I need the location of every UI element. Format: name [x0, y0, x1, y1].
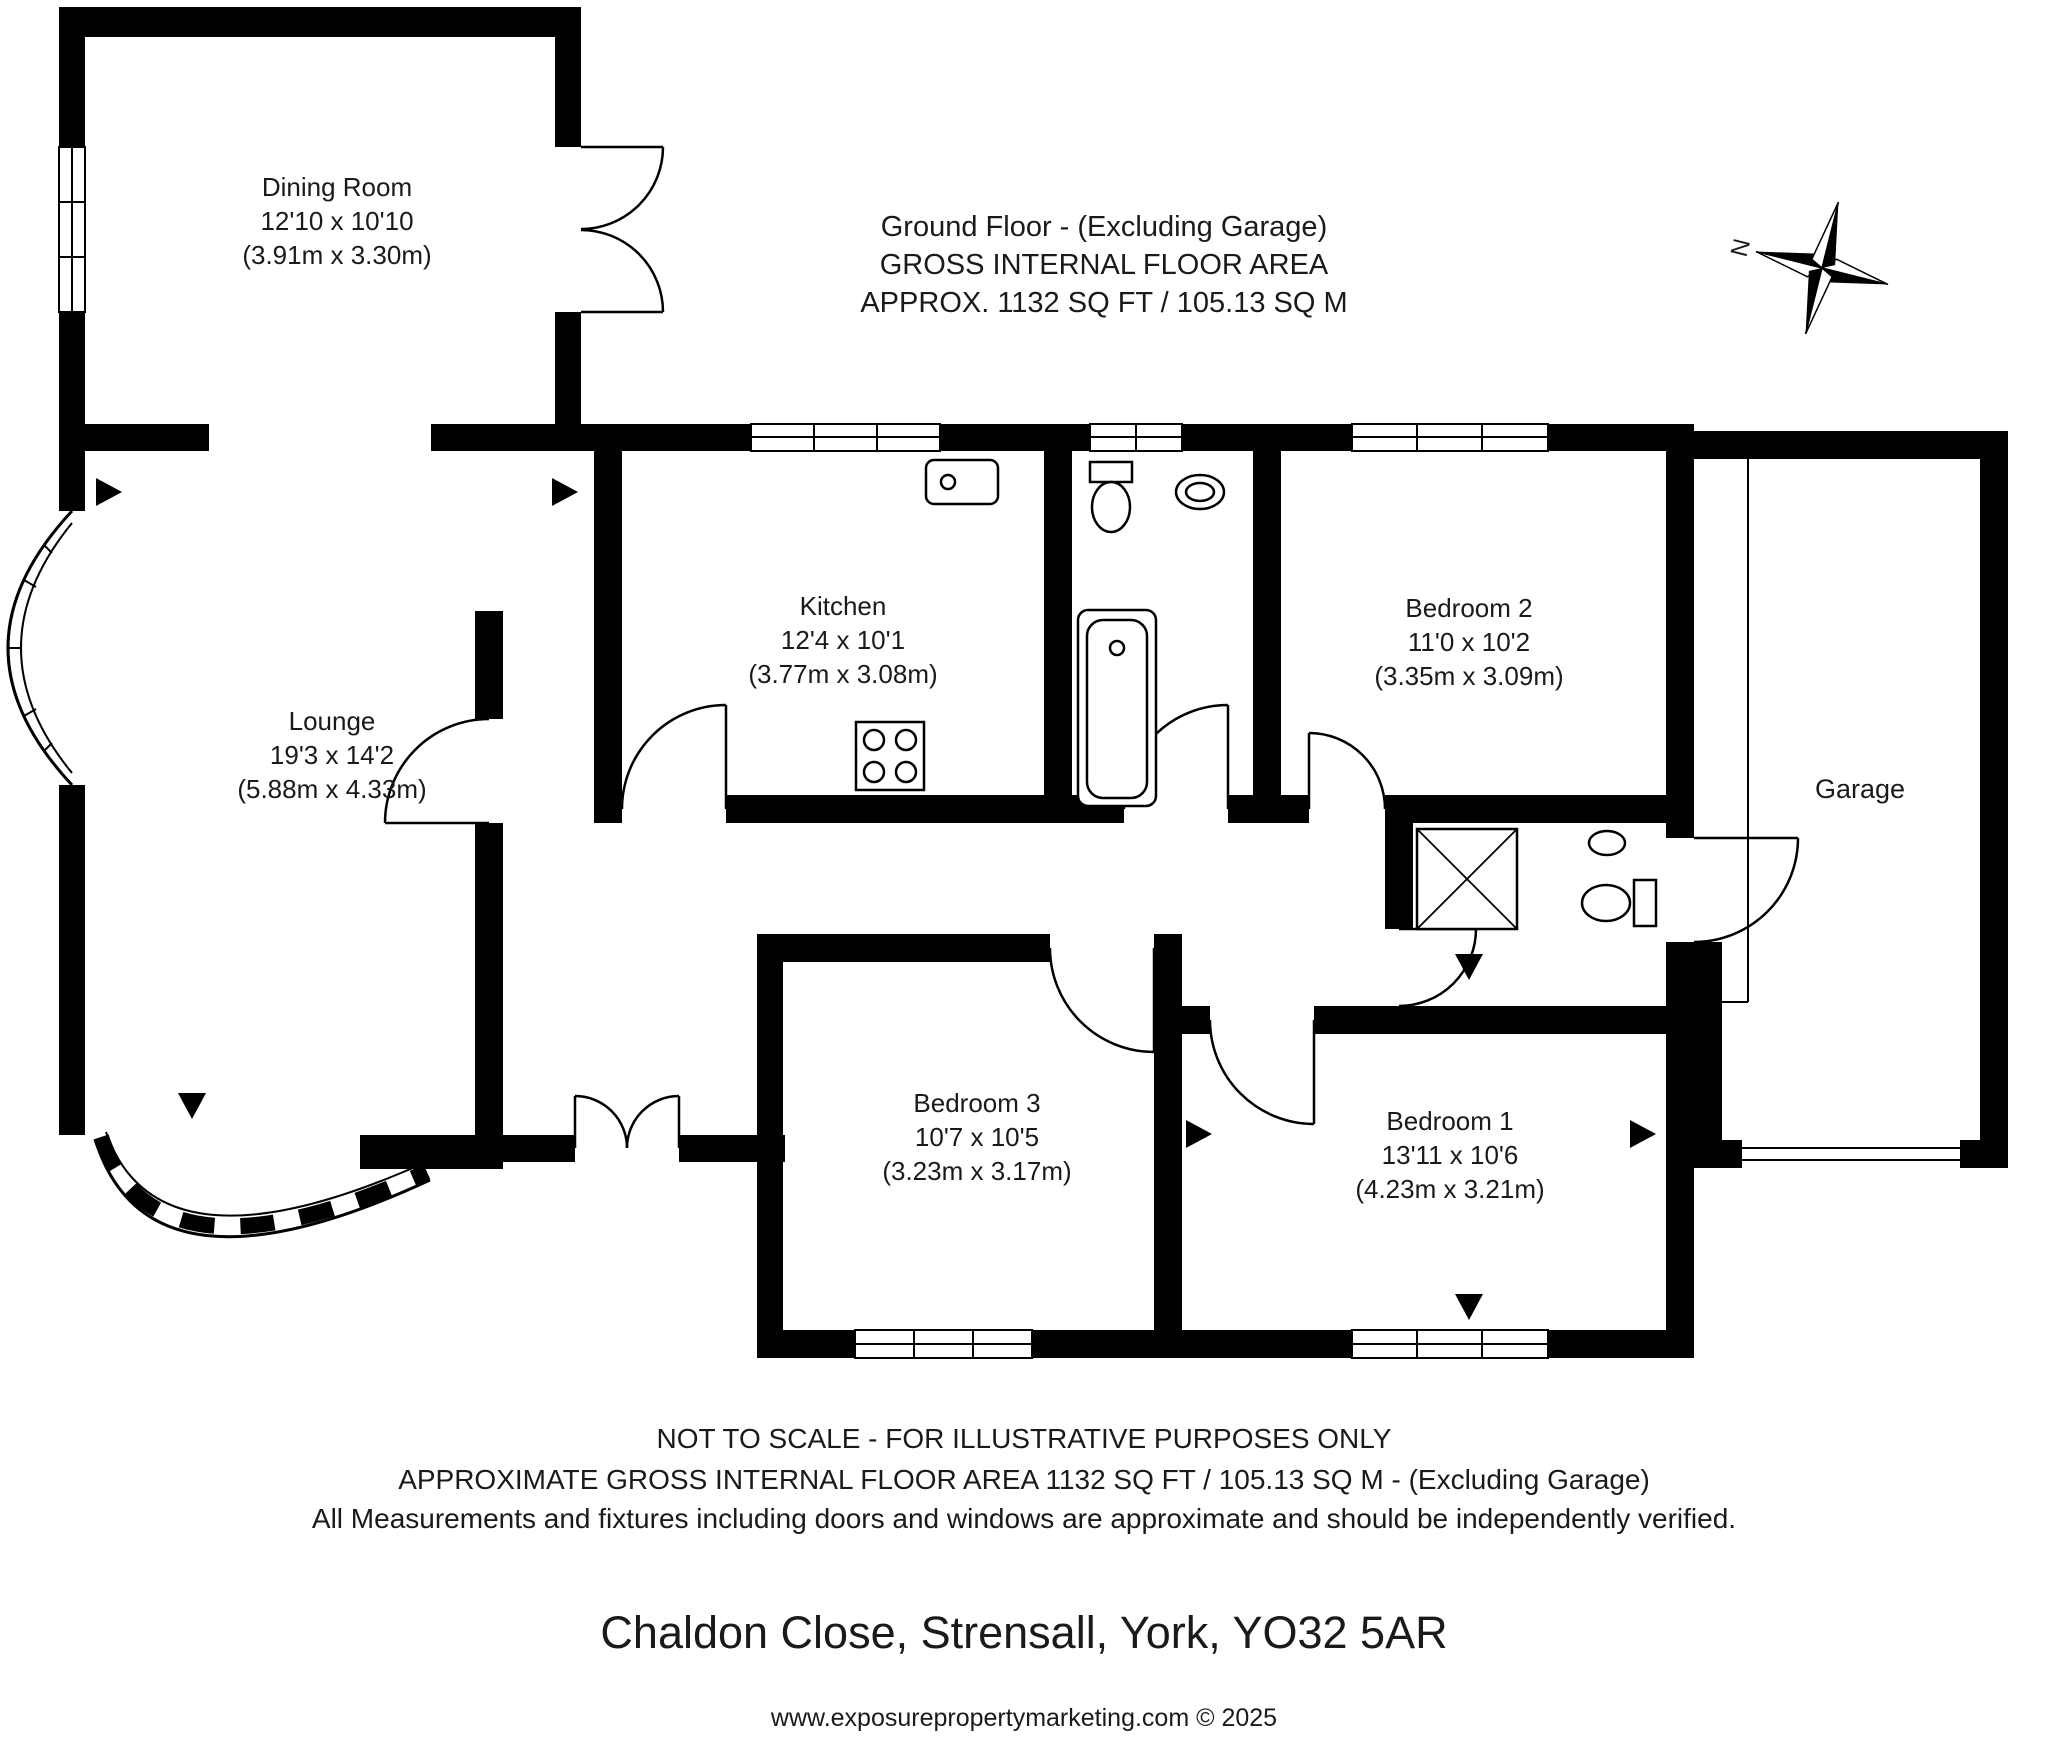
compass-rose: N [1726, 201, 1889, 335]
marker-arrow [552, 478, 578, 506]
footer-line1: NOT TO SCALE - FOR ILLUSTRATIVE PURPOSES… [657, 1423, 1392, 1454]
room-label-lounge-ft: 19'3 x 14'2 [270, 740, 394, 770]
header-line3: APPROX. 1132 SQ FT / 105.13 SQ M [860, 287, 1347, 319]
footer-line2: APPROXIMATE GROSS INTERNAL FLOOR AREA 11… [398, 1464, 1650, 1495]
basin-bathroom [1174, 473, 1226, 511]
bay-window-lounge-bottom [93, 1131, 431, 1239]
window-bedroom1 [1351, 1329, 1549, 1359]
room-label-garage-name: Garage [1815, 774, 1905, 804]
window-dining [58, 146, 86, 313]
room-label-kitchen-ft: 12'4 x 10'1 [781, 625, 905, 655]
room-label-dining-name: Dining Room [262, 172, 412, 202]
bay-window-lounge-left [6, 509, 74, 787]
window-bedroom2 [1351, 423, 1549, 452]
marker-arrow [96, 478, 122, 506]
property-address: Chaldon Close, Strensall, York, YO32 5AR [600, 1607, 1447, 1658]
room-label-bedroom1-ft: 13'11 x 10'6 [1382, 1140, 1519, 1170]
garage-partition [1694, 459, 1749, 1003]
window-bedroom3 [854, 1329, 1033, 1359]
marker-arrow [1455, 1294, 1483, 1320]
door-bedroom2 [1307, 731, 1387, 810]
door-kitchen [620, 703, 728, 810]
window-bathroom [1089, 423, 1183, 452]
bathtub [1076, 608, 1158, 808]
room-label-kitchen-m: (3.77m x 3.08m) [748, 659, 937, 689]
garage-door [1742, 1147, 1960, 1161]
door-garage [1693, 836, 1800, 944]
room-label-dining-m: (3.91m x 3.30m) [242, 240, 431, 270]
room-label-bedroom3-m: (3.23m x 3.17m) [882, 1156, 1071, 1186]
room-label-bedroom2-name: Bedroom 2 [1405, 593, 1532, 623]
marker-arrow [1630, 1120, 1656, 1148]
room-label-dining-ft: 12'10 x 10'10 [260, 206, 413, 236]
door-front-double [573, 1094, 681, 1149]
footer-line3: All Measurements and fixtures including … [312, 1503, 1736, 1534]
room-label-bedroom2-ft: 11'0 x 10'2 [1408, 627, 1530, 657]
compass-north-label: N [1726, 236, 1756, 259]
door-lounge [383, 717, 490, 825]
toilet-wc [1580, 878, 1658, 928]
door-bedroom1 [1208, 1019, 1316, 1126]
website-credit: www.exposurepropertymarketing.com © 2025 [770, 1704, 1277, 1732]
room-label-bedroom1-name: Bedroom 1 [1386, 1106, 1513, 1136]
marker-arrow [1455, 954, 1483, 980]
fixtures [854, 458, 1749, 1003]
toilet-bathroom [1088, 460, 1134, 534]
windows [58, 146, 1960, 1359]
shower [1415, 827, 1519, 931]
room-label-bedroom3-ft: 10'7 x 10'5 [915, 1122, 1039, 1152]
header-line2: GROSS INTERNAL FLOOR AREA [880, 249, 1329, 281]
room-label-kitchen-name: Kitchen [800, 591, 887, 621]
room-label-bedroom1-m: (4.23m x 3.21m) [1355, 1174, 1544, 1204]
room-label-bedroom3-name: Bedroom 3 [913, 1088, 1040, 1118]
labels: Ground Floor - (Excluding Garage) GROSS … [237, 172, 1905, 1732]
header-line1: Ground Floor - (Excluding Garage) [881, 211, 1327, 243]
window-kitchen [750, 423, 941, 452]
walls [59, 7, 2008, 1358]
room-label-lounge-name: Lounge [289, 706, 376, 736]
direction-markers [96, 478, 1656, 1320]
room-label-bedroom2-m: (3.35m x 3.09m) [1374, 661, 1563, 691]
marker-arrow [1186, 1120, 1212, 1148]
door-bedroom3 [1048, 947, 1156, 1054]
room-label-lounge-m: (5.88m x 4.33m) [237, 774, 426, 804]
basin-wc [1587, 829, 1627, 857]
hob [854, 720, 926, 792]
bay-windows [6, 509, 431, 1239]
marker-arrow [178, 1093, 206, 1119]
kitchen-sink [924, 458, 1000, 506]
door-dining-french [580, 145, 665, 314]
